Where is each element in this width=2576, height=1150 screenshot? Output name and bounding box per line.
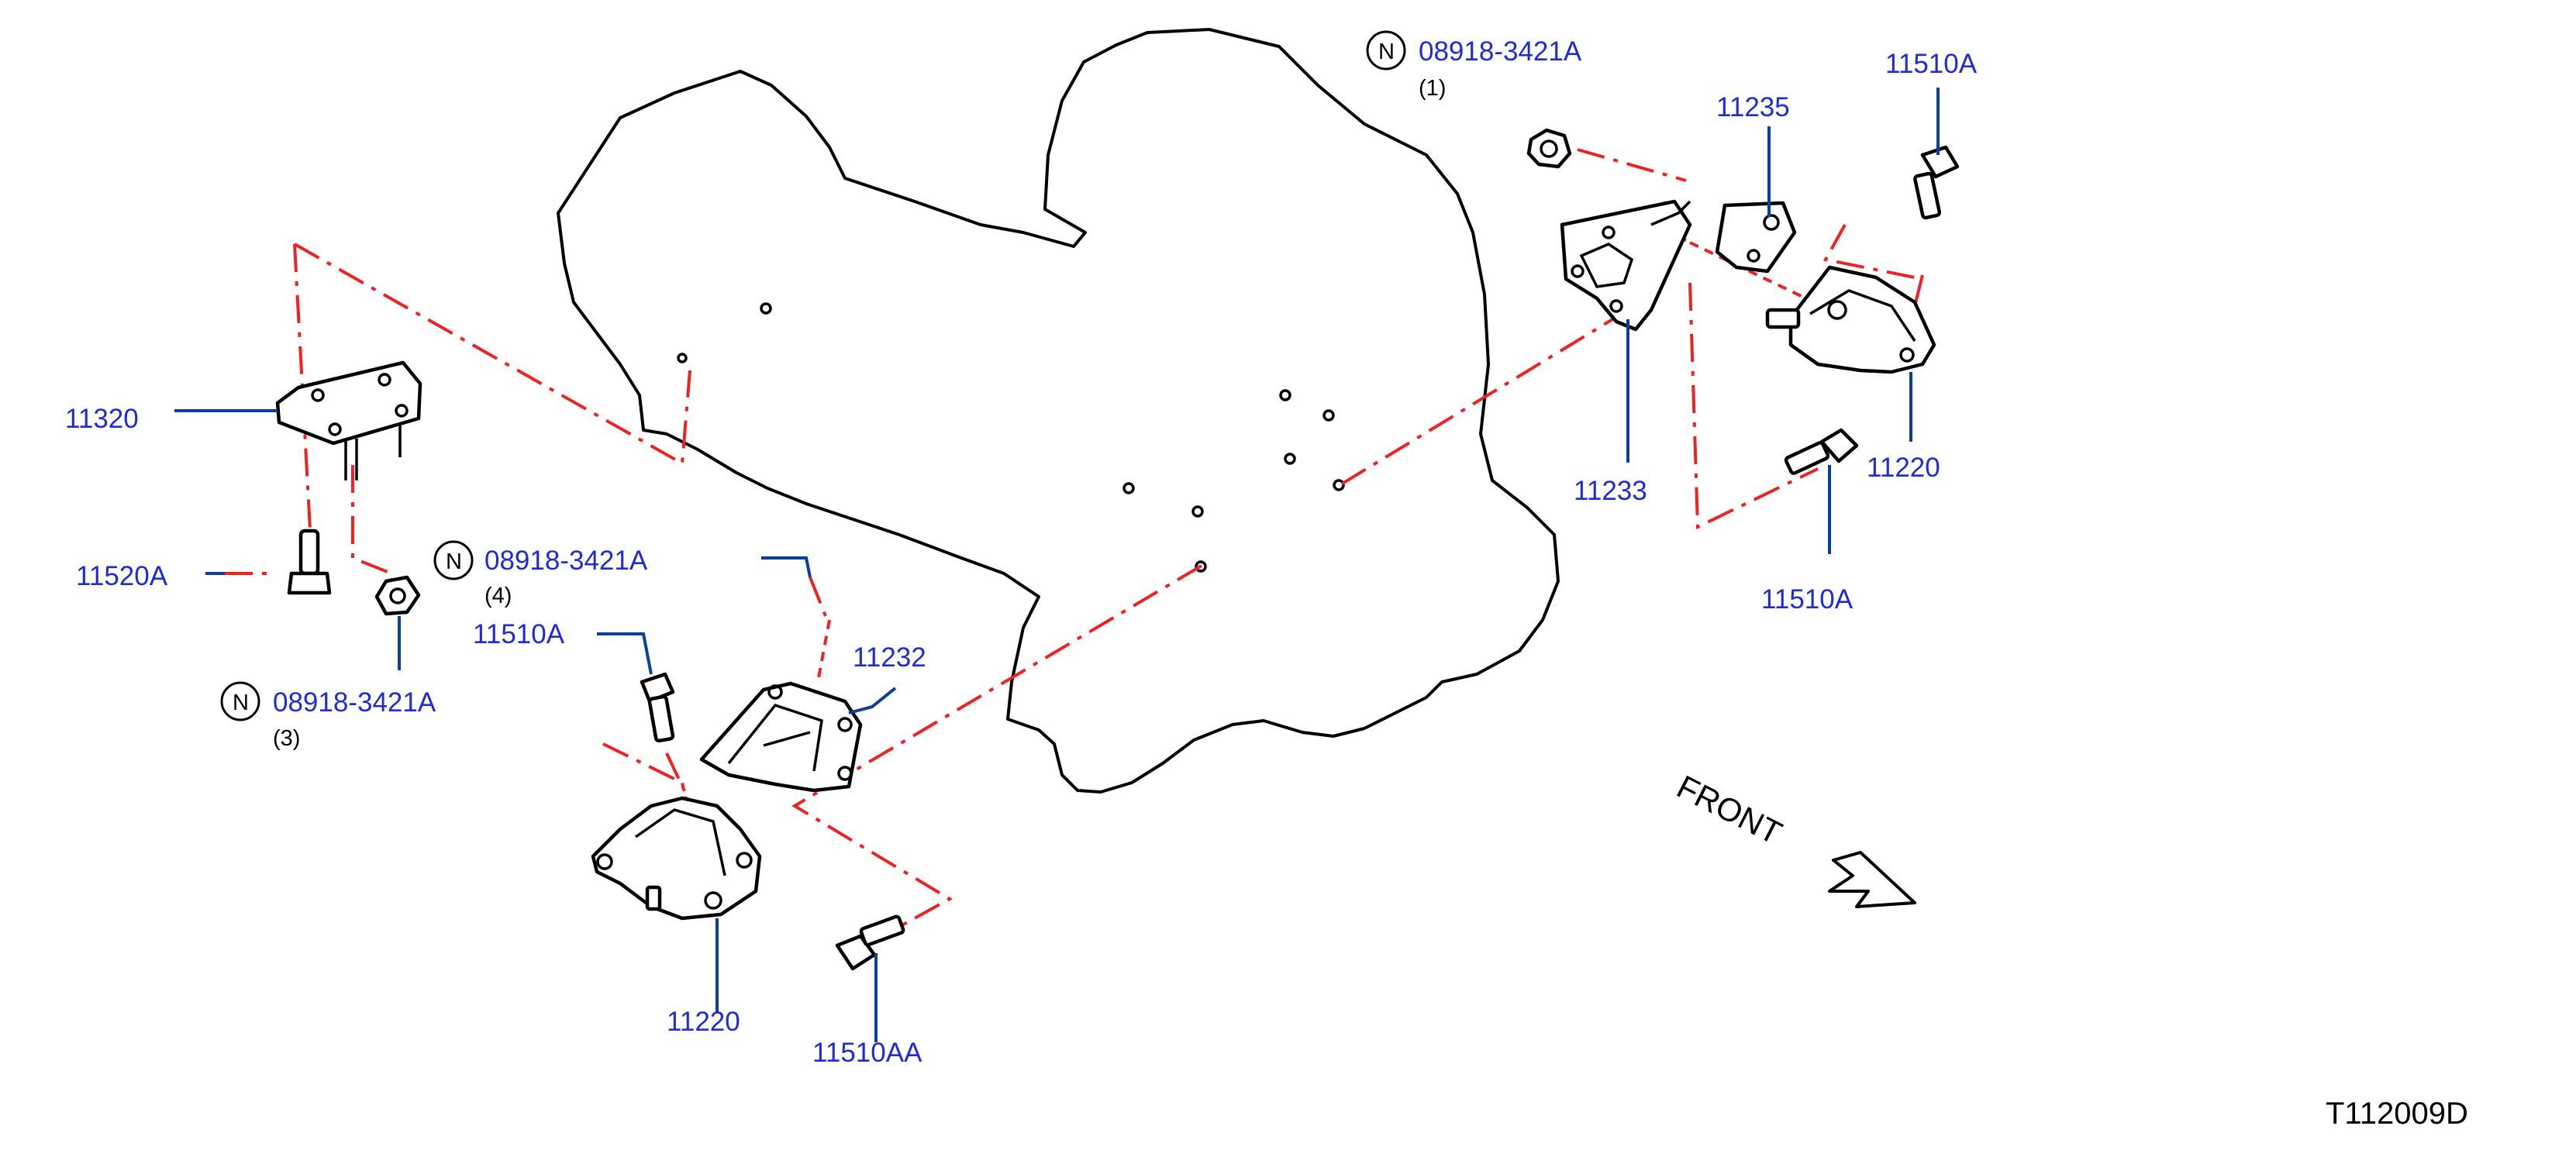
note-n-circle <box>220 681 260 721</box>
part-bolt-11520A <box>287 529 332 595</box>
callout-08918-bottom: N 08918-3421A (3) <box>220 681 436 751</box>
callout-08918-middle: N 08918-3421A (4) <box>433 540 648 608</box>
front-indicator: FRONT <box>1671 768 1916 908</box>
part-bracket-11232 <box>699 681 863 793</box>
part-number-11510AA[interactable]: 11510AA <box>812 1038 922 1068</box>
part-number-11510A-right[interactable]: 11510A <box>1761 584 1854 615</box>
part-bolt-11510AA <box>835 914 905 971</box>
part-nut-left <box>374 575 421 616</box>
part-number-11510A-left[interactable]: 11510A <box>473 619 565 649</box>
quantity-08918-top: (1) <box>1419 76 1446 101</box>
note-n-circle <box>1366 30 1406 71</box>
note-n-mark: N <box>446 549 462 574</box>
quantity-08918-middle: (4) <box>485 584 512 608</box>
part-number-08918-bottom[interactable]: 08918-3421A <box>273 687 436 718</box>
part-bolt-11510A-right <box>1784 428 1859 475</box>
quantity-08918-bottom: (3) <box>273 726 300 751</box>
note-n-mark: N <box>1378 40 1395 64</box>
part-number-11235[interactable]: 11235 <box>1716 92 1790 122</box>
callout-08918-top: N 08918-3421A (1) <box>1366 30 1582 101</box>
engine-outline <box>557 28 1560 794</box>
part-bolt-11510A-left <box>640 672 675 743</box>
part-number-11232[interactable]: 11232 <box>853 642 926 673</box>
part-insulator-11220-right <box>1765 265 1936 374</box>
part-mount-plate-11320 <box>275 360 422 480</box>
part-number-11520A[interactable]: 11520A <box>76 561 168 591</box>
part-insulator-11220-left <box>591 796 762 921</box>
part-number-11233[interactable]: 11233 <box>1574 476 1647 506</box>
diagram-code: T112009D <box>2326 1097 2468 1131</box>
part-bracket-11233 <box>1560 199 1692 332</box>
part-number-11220-right[interactable]: 11220 <box>1867 453 1940 483</box>
leader-lines <box>174 88 1940 1042</box>
front-label: FRONT <box>1671 768 1788 852</box>
part-number-11510A-top[interactable]: 11510A <box>1885 49 1978 79</box>
note-n-circle <box>433 540 474 580</box>
front-arrow-icon <box>1828 851 1916 908</box>
part-number-08918-middle[interactable]: 08918-3421A <box>485 546 648 576</box>
part-bolt-11510A-top <box>1913 145 1960 220</box>
part-nut-top <box>1526 128 1572 169</box>
part-number-08918-top[interactable]: 08918-3421A <box>1419 36 1582 67</box>
note-n-mark: N <box>233 690 249 715</box>
part-bracket-11235 <box>1715 201 1797 274</box>
part-number-11320[interactable]: 11320 <box>65 404 139 434</box>
part-number-11220-left[interactable]: 11220 <box>667 1007 740 1037</box>
